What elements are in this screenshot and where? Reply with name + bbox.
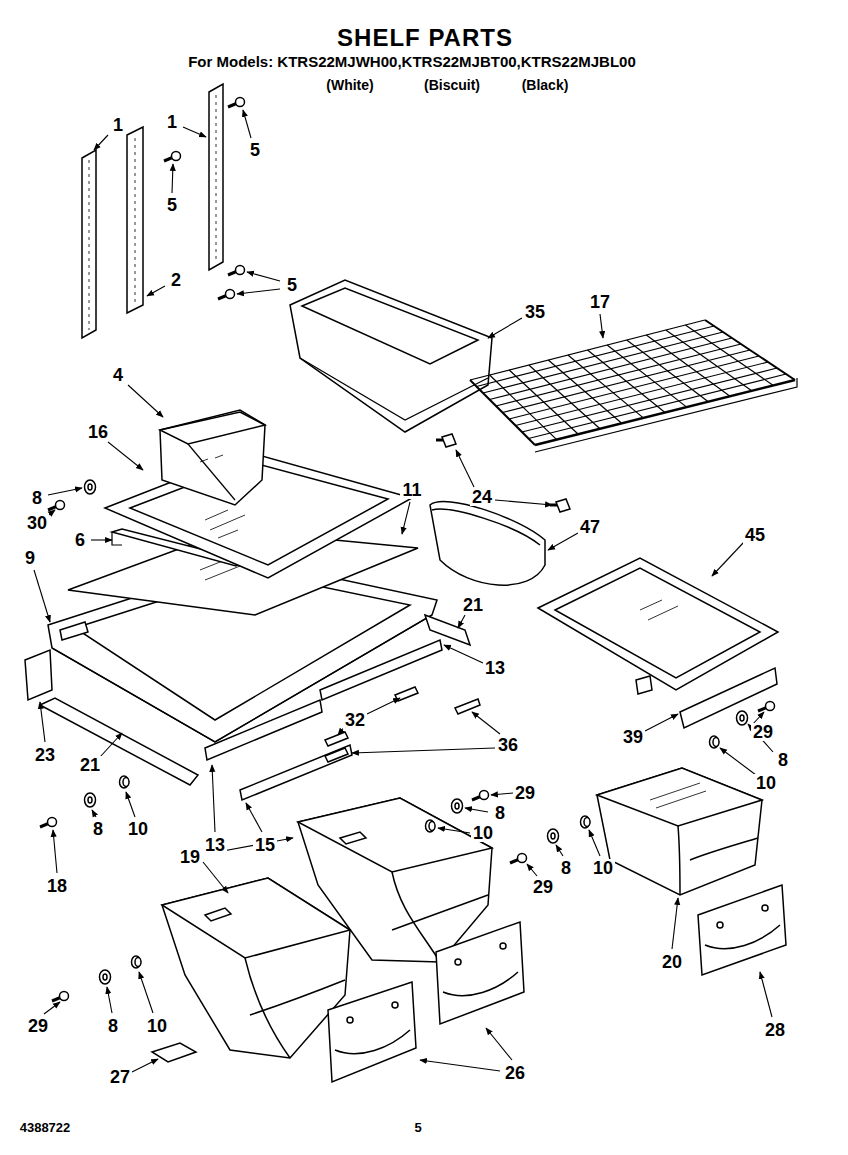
- callout-number: 29: [751, 723, 775, 742]
- callout-number: 4: [111, 366, 125, 385]
- diagram-title: SHELF PARTS: [337, 25, 513, 51]
- callout-number: 19: [178, 848, 202, 867]
- part-number: 4388722: [18, 1121, 73, 1135]
- callout-number: 47: [578, 518, 602, 537]
- callout-number: 29: [513, 784, 537, 803]
- callout-number: 30: [25, 514, 49, 533]
- callout-number: 16: [86, 423, 110, 442]
- page-number: 5: [412, 1121, 423, 1135]
- leader-line: [34, 110, 773, 1072]
- utility-bin: [160, 410, 265, 505]
- glass-shelf: [538, 558, 778, 694]
- callout-number: 8: [776, 751, 790, 770]
- crisper-drawer: [162, 878, 350, 1058]
- model-list: For Models: KTRS22MJWH00,KTRS22MJBT00,KT…: [186, 54, 638, 70]
- callout-number: 11: [400, 481, 423, 500]
- callout-number: 28: [763, 1021, 787, 1040]
- callout-number: 17: [588, 293, 612, 312]
- dairy-bin: [430, 502, 545, 586]
- callout-number: 18: [45, 877, 69, 896]
- color-variant: (Black): [520, 78, 571, 93]
- callout-number: 8: [91, 820, 105, 839]
- callout-number: 9: [23, 549, 37, 568]
- callout-number: 24: [470, 488, 494, 507]
- callout-number: 32: [343, 711, 367, 730]
- callout-number: 8: [30, 489, 44, 508]
- callout-number: 27: [108, 1068, 132, 1087]
- callout-number: 6: [73, 531, 87, 550]
- color-variant: (White): [324, 78, 375, 93]
- callout-number: 10: [754, 774, 778, 793]
- callout-number: 13: [203, 836, 227, 855]
- shelf-pin: [436, 434, 570, 512]
- crisper-cover: [328, 885, 786, 1082]
- callout-number: 45: [743, 526, 767, 545]
- screw: [164, 98, 245, 300]
- callout-number: 5: [165, 196, 179, 215]
- callout-number: 20: [660, 953, 684, 972]
- callout-number: 26: [503, 1064, 527, 1083]
- callout-number: 10: [145, 1017, 169, 1036]
- clip: [152, 1043, 196, 1062]
- callout-number: 8: [106, 1017, 120, 1036]
- callout-number: 15: [253, 836, 277, 855]
- fastener-set: [40, 480, 775, 1001]
- slide-rail: [25, 615, 470, 785]
- callout-number: 5: [285, 276, 299, 295]
- callout-number: 1: [111, 116, 125, 135]
- callout-number: 21: [461, 596, 485, 615]
- callout-number: 21: [78, 756, 102, 775]
- callout-number: 5: [248, 141, 262, 160]
- callout-number: 10: [126, 820, 150, 839]
- callout-number: 10: [471, 824, 495, 843]
- wire-shelf: [470, 320, 797, 452]
- callout-number: 29: [26, 1017, 50, 1036]
- callout-number: 8: [493, 804, 507, 823]
- callout-number: 13: [483, 659, 507, 678]
- shelf-rail: [680, 668, 777, 728]
- callout-number: 36: [496, 736, 520, 755]
- callout-number: 23: [33, 746, 57, 765]
- color-variant: (Biscuit): [422, 78, 482, 93]
- trim-bar: [205, 640, 442, 800]
- crisper-drawer: [597, 768, 762, 895]
- callout-number: 39: [621, 728, 645, 747]
- callout-number: 29: [531, 878, 555, 897]
- callout-number: 35: [523, 303, 547, 322]
- callout-number: 8: [559, 859, 573, 878]
- shelf-rail: [82, 84, 223, 338]
- callout-number: 10: [591, 859, 615, 878]
- callout-number: 2: [169, 271, 183, 290]
- door-bin: [290, 280, 492, 432]
- callout-number: 1: [165, 113, 179, 132]
